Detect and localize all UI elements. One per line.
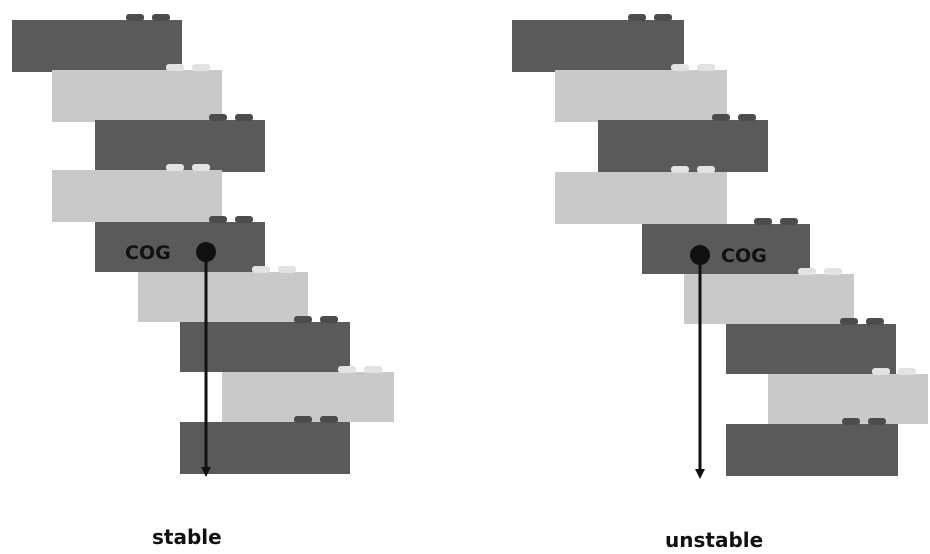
brick-stud — [697, 64, 715, 71]
brick-body — [684, 274, 854, 324]
brick-stud — [166, 164, 184, 171]
brick-stud — [872, 368, 890, 375]
brick-7 — [726, 318, 896, 374]
brick-body — [598, 120, 768, 172]
brick-stud — [671, 166, 689, 173]
brick-stud — [320, 416, 338, 423]
brick-stud — [364, 366, 382, 373]
brick-4 — [555, 166, 727, 224]
brick-stud — [798, 268, 816, 275]
brick-stud — [294, 316, 312, 323]
brick-8 — [222, 366, 394, 422]
brick-body — [726, 424, 898, 476]
brick-5 — [642, 218, 810, 274]
brick-stud — [126, 14, 144, 21]
brick-6 — [684, 268, 854, 324]
unstable-stack: COG — [512, 14, 928, 479]
brick-stud — [754, 218, 772, 225]
brick-body — [555, 172, 727, 224]
brick-stud — [697, 166, 715, 173]
brick-body — [180, 422, 350, 474]
brick-stud — [712, 114, 730, 121]
brick-stud — [152, 14, 170, 21]
brick-stud — [209, 114, 227, 121]
cog-label: COG — [721, 245, 767, 267]
brick-5 — [95, 216, 265, 272]
brick-stud — [671, 64, 689, 71]
brick-stud — [192, 64, 210, 71]
brick-body — [52, 170, 222, 222]
brick-2 — [555, 64, 727, 122]
brick-body — [138, 272, 308, 322]
cog-point — [690, 245, 710, 265]
brick-body — [555, 70, 727, 122]
brick-stud — [824, 268, 842, 275]
brick-stud — [235, 216, 253, 223]
brick-stud — [866, 318, 884, 325]
brick-2 — [52, 64, 222, 122]
brick-9 — [180, 416, 350, 474]
cog-label: COG — [125, 242, 171, 264]
brick-body — [95, 120, 265, 172]
brick-stud — [738, 114, 756, 121]
brick-stud — [192, 164, 210, 171]
brick-6 — [138, 266, 308, 322]
brick-body — [95, 222, 265, 272]
brick-stud — [235, 114, 253, 121]
brick-stud — [840, 318, 858, 325]
brick-body — [52, 70, 222, 122]
brick-body — [512, 20, 684, 72]
brick-stud — [294, 416, 312, 423]
brick-stud — [278, 266, 296, 273]
brick-9 — [726, 418, 898, 476]
brick-stud — [209, 216, 227, 223]
stable-caption: stable — [152, 525, 222, 549]
brick-8 — [768, 368, 928, 424]
brick-stud — [842, 418, 860, 425]
stable-stack: COG — [12, 14, 394, 477]
brick-stud — [166, 64, 184, 71]
brick-3 — [598, 114, 768, 172]
brick-stud — [252, 266, 270, 273]
brick-7 — [180, 316, 350, 372]
brick-1 — [512, 14, 684, 72]
brick-stud — [780, 218, 798, 225]
brick-body — [726, 324, 896, 374]
brick-1 — [12, 14, 182, 72]
brick-body — [12, 20, 182, 72]
brick-body — [768, 374, 928, 424]
brick-body — [642, 224, 810, 274]
unstable-caption: unstable — [665, 528, 764, 552]
brick-body — [222, 372, 394, 422]
brick-body — [180, 322, 350, 372]
brick-stud — [628, 14, 646, 21]
brick-stud — [898, 368, 916, 375]
brick-stud — [320, 316, 338, 323]
brick-stud — [868, 418, 886, 425]
brick-stud — [654, 14, 672, 21]
brick-stud — [338, 366, 356, 373]
cog-point — [196, 242, 216, 262]
brick-3 — [95, 114, 265, 172]
brick-4 — [52, 164, 222, 222]
